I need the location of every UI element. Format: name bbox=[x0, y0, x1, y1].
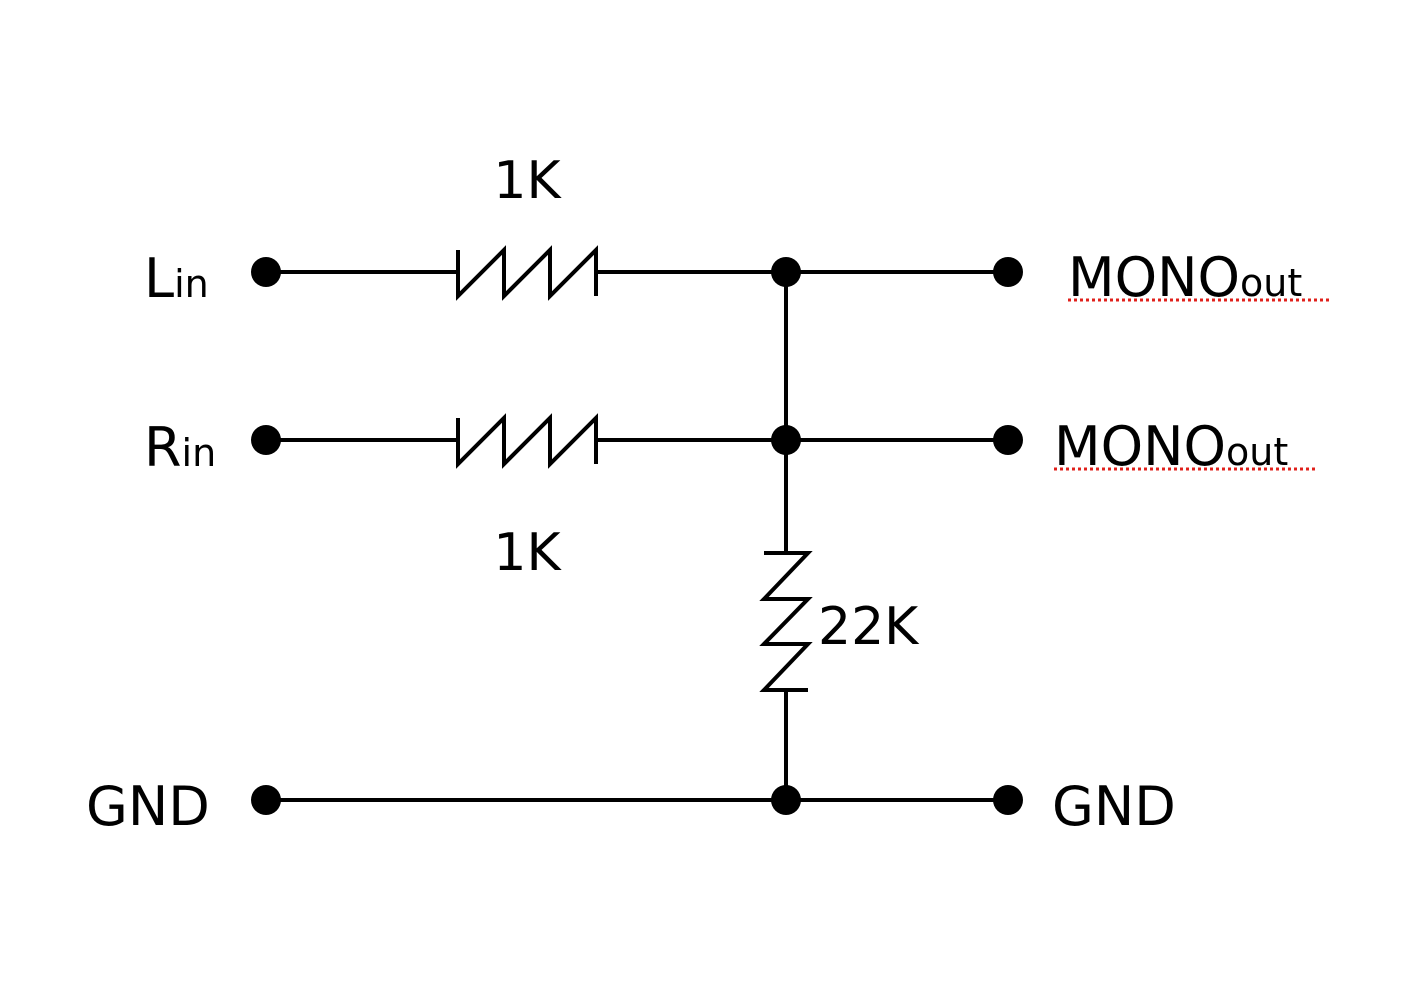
mono-out-top-sub: out bbox=[1240, 261, 1302, 305]
terminal-gnd-left bbox=[251, 785, 281, 815]
mono-out-mid-sub: out bbox=[1226, 430, 1288, 474]
resistor-r1 bbox=[456, 245, 598, 301]
junction-mid bbox=[771, 425, 801, 455]
junction-gnd bbox=[771, 785, 801, 815]
terminal-mono-mid bbox=[993, 425, 1023, 455]
rin-label-main: R bbox=[144, 416, 182, 479]
rin-label-sub: in bbox=[182, 431, 217, 475]
terminal-rin bbox=[251, 425, 281, 455]
lin-label-main: L bbox=[144, 247, 174, 310]
gnd-left-label: GND bbox=[86, 775, 210, 838]
r1-value-label: 1K bbox=[493, 151, 562, 211]
terminal-gnd-right bbox=[993, 785, 1023, 815]
lin-label-sub: in bbox=[174, 262, 209, 306]
lin-label: Lin bbox=[144, 247, 209, 310]
terminal-mono-top bbox=[993, 257, 1023, 287]
junction-top bbox=[771, 257, 801, 287]
resistor-r3 bbox=[759, 551, 813, 692]
r3-value-label: 22K bbox=[818, 597, 920, 657]
r2-value-label: 1K bbox=[493, 523, 562, 583]
gnd-right-label: GND bbox=[1052, 775, 1176, 838]
terminal-lin bbox=[251, 257, 281, 287]
rin-label: Rin bbox=[144, 416, 216, 479]
resistor-r2 bbox=[456, 413, 598, 469]
